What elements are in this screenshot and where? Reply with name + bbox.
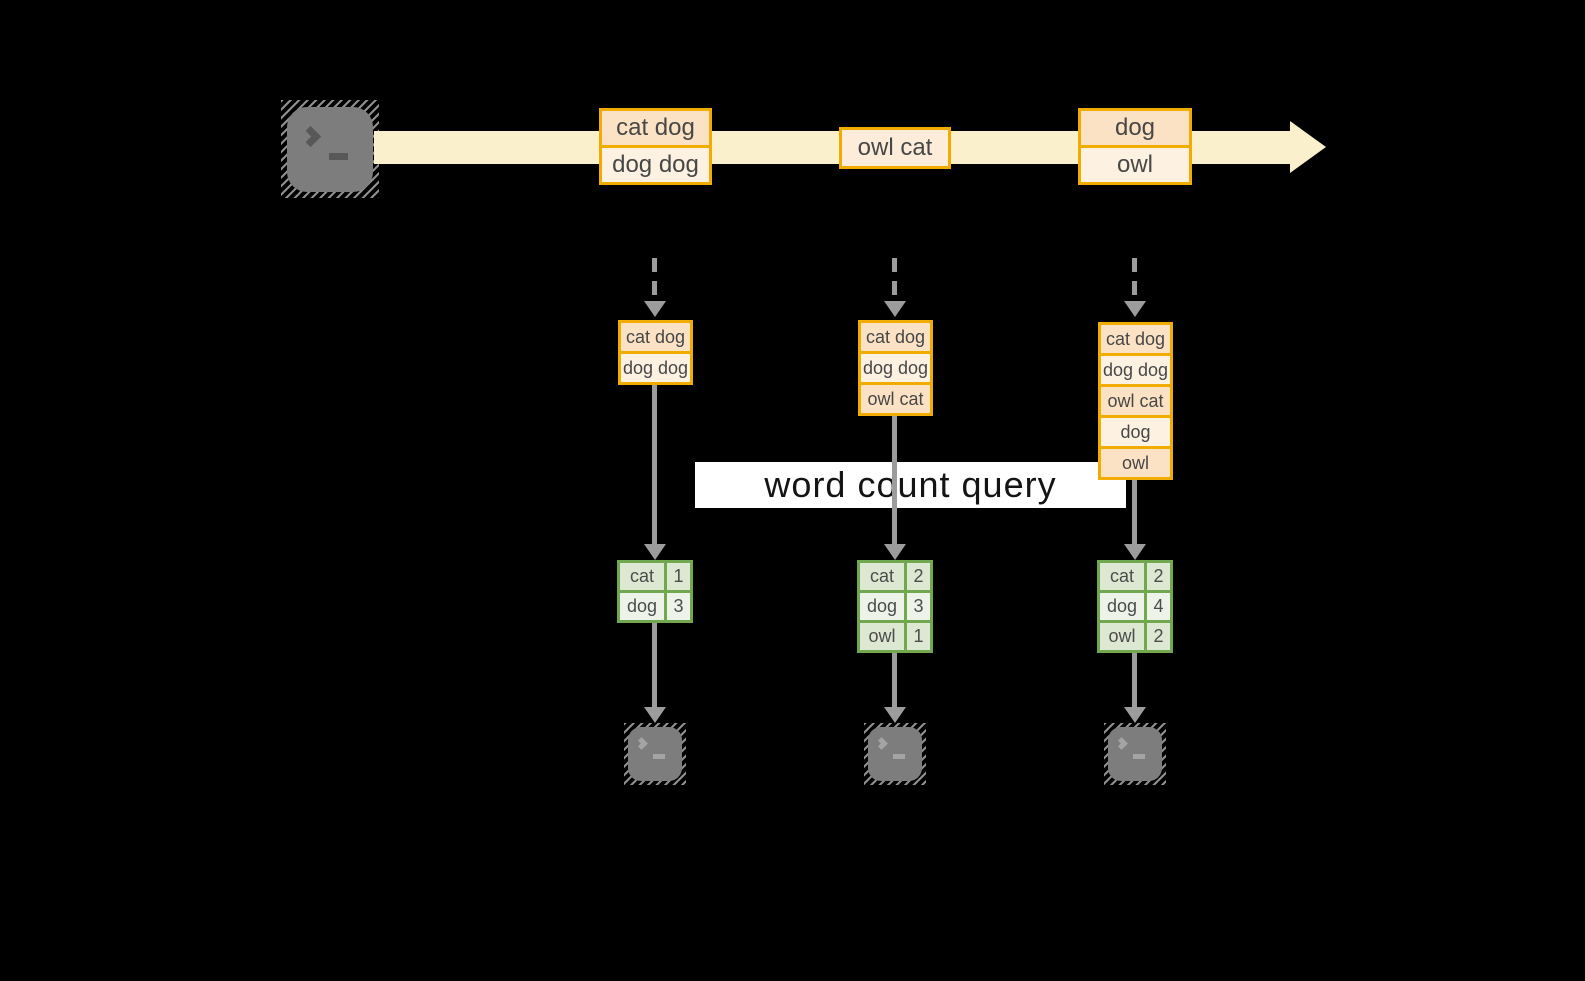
buffer-cell: dog dog — [621, 354, 690, 382]
terminal-window — [1108, 727, 1162, 781]
terminal-prompt-icon — [875, 737, 888, 750]
count-cell: 2 — [1147, 623, 1170, 650]
flow-arrowhead-icon — [644, 707, 666, 723]
buffer-cell: cat dog — [1101, 325, 1170, 353]
buffer-stack: cat dog dog dog owl cat dog owl — [1098, 322, 1173, 480]
buffer-stack: cat dog dog dog — [618, 320, 693, 385]
flow-arrowhead-icon — [1124, 544, 1146, 560]
sink-terminal-icon — [1104, 723, 1166, 785]
query-banner: word count query — [695, 462, 1126, 508]
count-cell: 3 — [667, 593, 690, 620]
word-cell: cat — [860, 563, 904, 590]
count-table: cat 1 dog 3 — [617, 560, 693, 623]
flow-arrow-line — [652, 623, 657, 708]
dashed-arrowhead-icon — [1124, 301, 1146, 317]
word-cell: cat — [1100, 563, 1144, 590]
record-cell: dog dog — [602, 148, 709, 182]
terminal-window — [287, 107, 373, 192]
record-cell: owl cat — [842, 130, 948, 166]
terminal-window — [868, 727, 922, 781]
flow-arrow-line — [1132, 653, 1137, 708]
buffer-cell: owl cat — [861, 385, 930, 413]
dashed-arrow-line — [1132, 258, 1137, 302]
buffer-stack: cat dog dog dog owl cat — [858, 320, 933, 416]
dashed-arrow-line — [652, 258, 657, 302]
count-cell: 4 — [1147, 593, 1170, 620]
count-cell: 2 — [907, 563, 930, 590]
word-cell: owl — [860, 623, 904, 650]
stream-record: owl cat — [839, 127, 951, 169]
flow-arrowhead-icon — [644, 544, 666, 560]
query-banner-label: word count query — [764, 464, 1057, 505]
word-cell: dog — [1100, 593, 1144, 620]
sink-terminal-icon — [864, 723, 926, 785]
buffer-cell: owl cat — [1101, 387, 1170, 415]
record-cell: cat dog — [602, 111, 709, 145]
terminal-cursor-icon — [653, 754, 665, 759]
count-table: cat 2 dog 4 owl 2 — [1097, 560, 1173, 653]
count-cell: 1 — [907, 623, 930, 650]
terminal-prompt-icon — [299, 125, 322, 148]
flow-arrow-line — [652, 383, 657, 546]
flow-arrow-line — [1132, 480, 1137, 546]
count-cell: 1 — [667, 563, 690, 590]
buffer-cell: dog dog — [861, 354, 930, 382]
dashed-arrowhead-icon — [644, 301, 666, 317]
record-cell: dog — [1081, 111, 1189, 145]
word-cell: cat — [620, 563, 664, 590]
flow-arrowhead-icon — [1124, 707, 1146, 723]
terminal-prompt-icon — [1115, 737, 1128, 750]
flow-arrowhead-icon — [884, 707, 906, 723]
buffer-cell: dog dog — [1101, 356, 1170, 384]
stream-record: cat dog dog dog — [599, 108, 712, 185]
buffer-cell: cat dog — [621, 323, 690, 351]
word-cell: dog — [860, 593, 904, 620]
stream-arrowhead-icon — [1290, 121, 1326, 173]
word-cell: owl — [1100, 623, 1144, 650]
sink-terminal-icon — [624, 723, 686, 785]
buffer-cell: cat dog — [861, 323, 930, 351]
terminal-cursor-icon — [1133, 754, 1145, 759]
record-cell: owl — [1081, 148, 1189, 182]
flow-arrow-line — [892, 416, 897, 546]
buffer-cell: dog — [1101, 418, 1170, 446]
terminal-prompt-icon — [635, 737, 648, 750]
buffer-cell: owl — [1101, 449, 1170, 477]
flow-arrow-line — [892, 653, 897, 708]
terminal-cursor-icon — [893, 754, 905, 759]
count-cell: 3 — [907, 593, 930, 620]
dashed-arrowhead-icon — [884, 301, 906, 317]
count-cell: 2 — [1147, 563, 1170, 590]
dashed-arrow-line — [892, 258, 897, 302]
stream-record: dog owl — [1078, 108, 1192, 185]
terminal-cursor-icon — [329, 153, 348, 160]
terminal-window — [628, 727, 682, 781]
flow-arrowhead-icon — [884, 544, 906, 560]
word-cell: dog — [620, 593, 664, 620]
count-table: cat 2 dog 3 owl 1 — [857, 560, 933, 653]
source-terminal-icon — [281, 100, 379, 198]
